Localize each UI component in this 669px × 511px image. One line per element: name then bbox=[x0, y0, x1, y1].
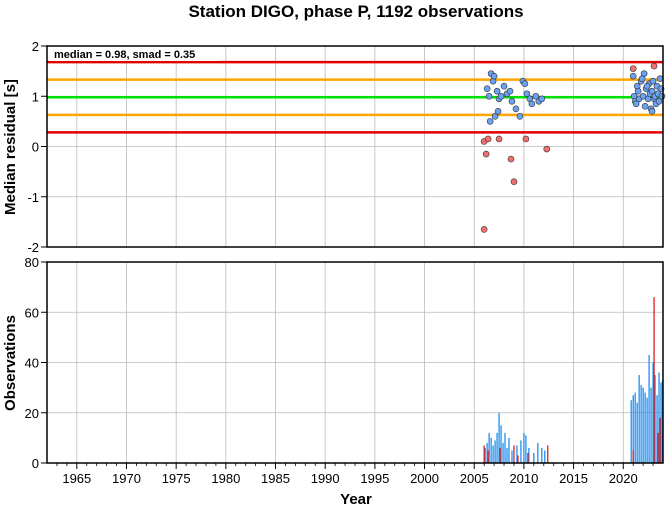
data-point-red bbox=[480, 226, 488, 233]
grid-top bbox=[47, 45, 663, 248]
scatter-points bbox=[480, 62, 666, 233]
data-point-blue bbox=[648, 87, 656, 95]
x-tick-label: 1990 bbox=[311, 471, 340, 486]
data-point-red bbox=[482, 150, 490, 158]
data-point-red bbox=[543, 145, 551, 153]
y-axis-label-bottom: Observations bbox=[2, 315, 19, 411]
y-tick-label: 1 bbox=[32, 89, 39, 104]
x-tick-label: 2020 bbox=[609, 471, 638, 486]
data-point-blue bbox=[500, 82, 508, 90]
stats-annotation: median = 0.98, smad = 0.35 bbox=[54, 49, 195, 61]
data-point-blue bbox=[493, 87, 501, 95]
y-tick-label: 40 bbox=[25, 356, 39, 371]
data-point-red bbox=[629, 65, 637, 72]
y-axis-label-top: Median residual [s] bbox=[2, 79, 19, 215]
grid-bottom bbox=[47, 261, 663, 464]
y-tick-label: 2 bbox=[32, 39, 39, 54]
data-point-blue bbox=[497, 92, 505, 100]
chart-title: Station DIGO, phase P, 1192 observations bbox=[188, 2, 523, 21]
data-point-blue bbox=[491, 113, 499, 120]
y-tick-label: 0 bbox=[32, 456, 39, 471]
data-point-red bbox=[510, 178, 518, 185]
annotation-box bbox=[49, 47, 219, 61]
data-point-blue bbox=[516, 113, 524, 120]
x-tick-label: 1970 bbox=[112, 471, 141, 486]
data-point-blue bbox=[629, 72, 637, 80]
data-point-blue bbox=[508, 97, 516, 105]
y-tick-label: 60 bbox=[25, 305, 39, 320]
x-tick-label: 2005 bbox=[460, 471, 489, 486]
x-tick-label: 1965 bbox=[62, 471, 91, 486]
data-point-blue bbox=[658, 92, 666, 100]
data-point-blue bbox=[648, 108, 656, 115]
x-tick-label: 2000 bbox=[410, 471, 439, 486]
y-tick-label: 20 bbox=[25, 406, 39, 421]
data-point-blue bbox=[634, 87, 642, 95]
data-point-blue bbox=[490, 72, 498, 80]
x-tick-label: 2010 bbox=[509, 471, 538, 486]
x-tick-label: 1980 bbox=[211, 471, 240, 486]
data-point-blue bbox=[532, 92, 540, 100]
data-point-blue bbox=[506, 87, 514, 95]
data-point-red bbox=[484, 135, 492, 143]
data-point-blue bbox=[523, 90, 531, 98]
data-point-red bbox=[522, 135, 530, 143]
data-point-red bbox=[507, 155, 515, 163]
data-point-red bbox=[650, 62, 658, 70]
data-point-blue bbox=[538, 95, 546, 103]
x-tick-label: 1995 bbox=[360, 471, 389, 486]
data-point-red bbox=[495, 135, 503, 143]
data-point-blue bbox=[494, 108, 502, 115]
data-point-blue bbox=[528, 100, 536, 108]
data-point-blue bbox=[521, 80, 529, 87]
data-point-blue bbox=[486, 118, 494, 125]
data-point-blue bbox=[641, 103, 649, 110]
x-tick-label: 1975 bbox=[162, 471, 191, 486]
data-point-blue bbox=[638, 75, 646, 82]
data-point-blue bbox=[632, 100, 640, 108]
y-tick-label: 80 bbox=[25, 255, 39, 270]
data-point-blue bbox=[649, 77, 657, 85]
x-ticks: 1965 1970 1975 1980 1985 1990 1995 2000 2005 2010… bbox=[56, 463, 654, 486]
y-tick-label: -1 bbox=[27, 190, 39, 205]
y-ticks-top: 2 1 0 -1 -2 bbox=[27, 39, 47, 255]
bar-series bbox=[483, 297, 664, 463]
data-point-blue bbox=[655, 97, 663, 105]
reference-lines bbox=[47, 60, 663, 134]
x-tick-label: 2015 bbox=[559, 471, 588, 486]
data-point-blue bbox=[656, 75, 664, 82]
y-tick-label: 0 bbox=[32, 140, 39, 155]
y-ticks-bottom: 80 60 40 20 0 bbox=[25, 255, 47, 471]
y-tick-label: -2 bbox=[27, 240, 39, 255]
x-axis-label: Year bbox=[340, 491, 372, 508]
data-point-blue bbox=[643, 82, 651, 90]
data-point-blue bbox=[485, 92, 493, 100]
data-point-blue bbox=[512, 105, 520, 113]
x-tick-label: 1985 bbox=[261, 471, 290, 486]
data-point-blue bbox=[483, 85, 491, 93]
